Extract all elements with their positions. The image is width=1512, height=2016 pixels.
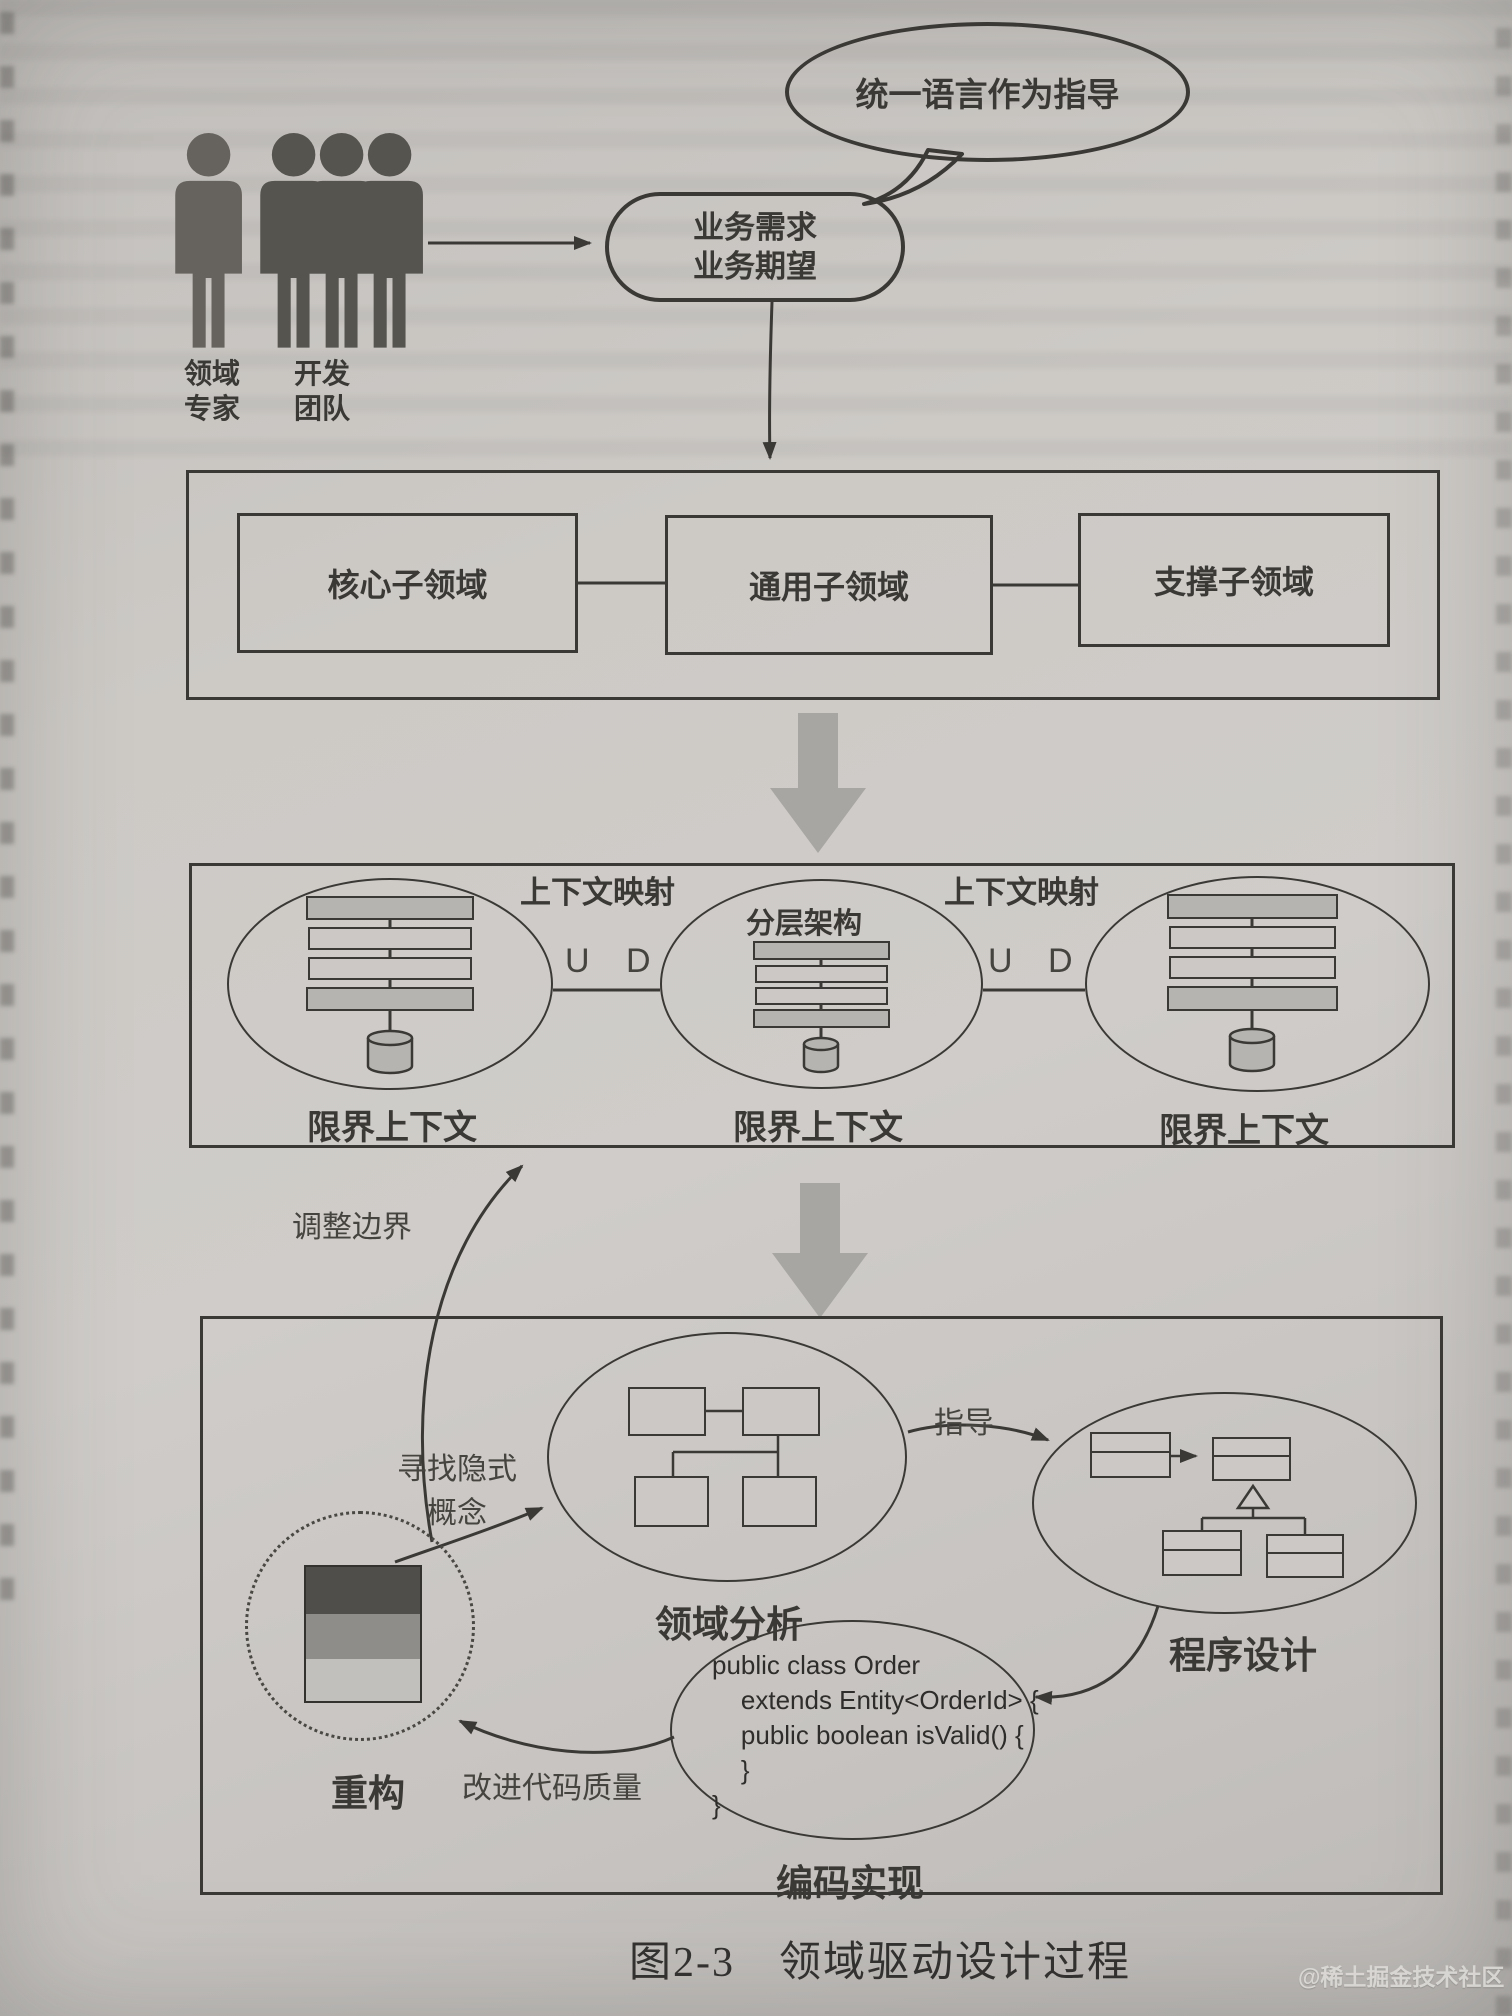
context-mapping-label-left: 上下文映射 [520,875,675,910]
downstream-label-right: D [1048,942,1073,980]
layer-bar [306,896,474,920]
layer-bar [753,1009,890,1028]
supporting-subdomain-label: 支撑子领域 [1153,564,1314,600]
dev-team-label-line2: 团队 [293,393,350,424]
guide-label: 指导 [934,1407,994,1440]
speech-bubble: 统一语言作为指导 [785,22,1190,162]
analysis-class-box [742,1387,820,1436]
bounded-context-ellipse-right [1085,876,1430,1092]
find-implicit-line2: 概念 [427,1497,487,1530]
arrow-business-to-subdomains [762,301,777,460]
design-class-box [1266,1534,1344,1578]
refactor-circle [245,1511,475,1741]
business-line1: 业务需求 [693,210,817,245]
big-down-arrow-1 [770,713,866,853]
core-subdomain-label: 核心子领域 [327,567,488,603]
layer-bar [1167,986,1338,1011]
upstream-label-right: U [988,942,1013,980]
analysis-class-box [742,1476,817,1527]
find-implicit-concepts-label: 寻找隐式 概念 [382,1448,532,1536]
improve-code-quality-label: 改进代码质量 [462,1772,642,1805]
analysis-class-box [634,1476,709,1527]
watermark: @稀土掘金技术社区 [1298,1964,1505,1990]
subdomain-container [186,470,1440,700]
domain-expert-label: 领域 专家 [168,356,256,426]
refactor-label: 重构 [331,1773,405,1814]
layer-bar [753,941,890,960]
layer-bar [755,987,888,1005]
downstream-label-left: D [626,942,651,980]
layer-bar [1167,894,1338,919]
layer-bar [306,987,474,1011]
bounded-context-ellipse-left [227,878,553,1090]
refactor-layers-icon [304,1565,422,1703]
domain-expert-icon [175,133,242,348]
coding-label: 编码实现 [776,1863,924,1904]
domain-expert-label-line1: 领域 [183,358,240,389]
bounded-context-container [189,863,1455,1148]
figure-caption: 图2-3 领域驱动设计过程 [629,1940,1131,1986]
domain-analysis-label: 领域分析 [655,1604,803,1645]
arrow-analysis-to-design [907,1423,1050,1442]
design-class-box [1090,1432,1171,1478]
domain-analysis-ellipse [547,1332,907,1582]
implementation-container [200,1316,1443,1895]
big-down-arrow-2 [772,1183,868,1318]
domain-expert-label-line2: 专家 [183,393,240,424]
arrow-adjust-boundary [420,1164,524,1543]
analysis-class-box [628,1387,706,1436]
find-implicit-line1: 寻找隐式 [397,1453,517,1486]
generic-subdomain-box: 通用子领域 [665,515,993,655]
arrow-design-to-coding [1034,1605,1160,1705]
business-line2: 业务期望 [693,249,817,284]
design-class-box [1212,1437,1291,1481]
bounded-context-label-right: 限界上下文 [1159,1112,1329,1150]
bounded-context-ellipse-middle [660,879,983,1089]
program-design-label: 程序设计 [1169,1635,1317,1676]
dev-team-label: 开发 团队 [278,356,366,426]
adjust-boundary-label: 调整边界 [292,1211,412,1244]
order-class-code: public class Order extends Entity<OrderI… [712,1650,1039,1820]
dev-team-label-line1: 开发 [293,358,350,389]
dev-team-icon [260,133,423,348]
upstream-label-left: U [565,942,590,980]
supporting-subdomain-box: 支撑子领域 [1078,513,1390,647]
arrow-coding-to-refactor [458,1719,675,1754]
speech-bubble-text: 统一语言作为指导 [855,76,1120,113]
layer-bar [755,965,888,983]
layered-architecture-label: 分层架构 [746,908,863,940]
coding-ellipse [670,1620,1035,1840]
layer-bar [1169,926,1336,949]
core-subdomain-box: 核心子领域 [237,513,578,653]
generic-subdomain-label: 通用子领域 [748,569,909,605]
business-requirements-box: 业务需求 业务期望 [605,192,905,302]
context-mapping-label-right: 上下文映射 [944,875,1099,910]
bounded-context-label-left: 限界上下文 [307,1109,477,1147]
program-design-ellipse [1032,1392,1417,1614]
bounded-context-label-middle: 限界上下文 [733,1109,903,1147]
design-class-box [1162,1530,1242,1576]
layer-bar [308,957,472,980]
layer-bar [308,927,472,950]
layer-bar [1169,956,1336,979]
